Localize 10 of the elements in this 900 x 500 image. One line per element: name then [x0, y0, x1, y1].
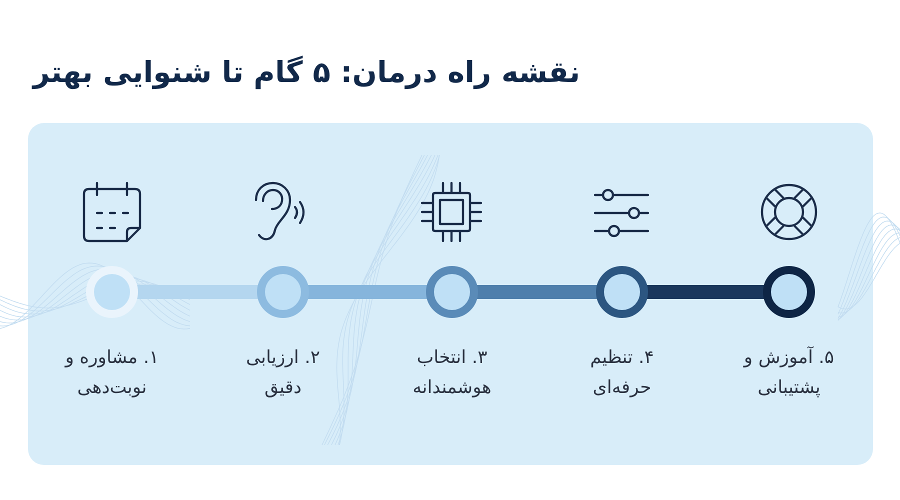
step-label: ۴. تنظیم حرفه‌ای: [589, 346, 655, 400]
timeline-line: [308, 285, 427, 299]
timeline-line: [137, 285, 258, 299]
title: نقشه راه درمان: ۵ گام تا شنوایی بهتر: [33, 54, 580, 92]
timeline-line: [477, 285, 597, 299]
step-label: ۲. ارزیابی دقیق: [244, 346, 321, 400]
step-label: ۵. آموزش و پشتیبانی: [742, 345, 836, 400]
step-label: ۳. انتخاب هوشمندانه: [412, 346, 492, 400]
timeline-line: [647, 285, 764, 299]
step-label: ۱. مشاوره و نوبت‌دهی: [64, 346, 160, 400]
